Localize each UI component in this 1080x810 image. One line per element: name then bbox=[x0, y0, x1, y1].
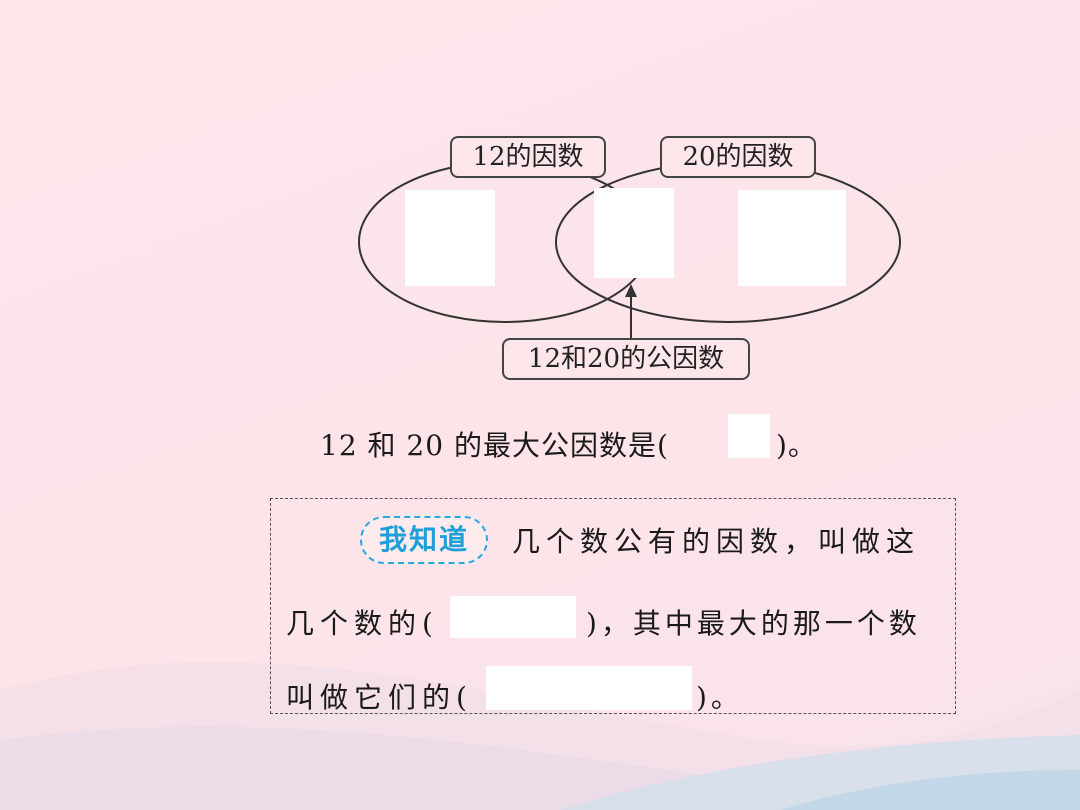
i-know-badge: 我知道 bbox=[360, 516, 488, 564]
label-common-factors: 12和20的公因数 bbox=[502, 338, 750, 380]
answer-blank-20-only[interactable] bbox=[738, 190, 846, 286]
knowledge-line-3-prefix: 叫做它们的( bbox=[286, 681, 473, 714]
label-20-factors: 20的因数 bbox=[660, 136, 816, 178]
answer-blank-12-only[interactable] bbox=[405, 190, 495, 286]
arrow-head bbox=[625, 284, 637, 297]
label-12-factors: 12的因数 bbox=[450, 136, 606, 178]
knowledge-line-1: 几个数公有的因数，叫做这 bbox=[512, 525, 921, 558]
gcd-answer-blank[interactable] bbox=[728, 414, 770, 458]
answer-blank-common[interactable] bbox=[594, 188, 674, 278]
knowledge-line-2-suffix: )，其中最大的那一个数 bbox=[586, 607, 921, 640]
gcd-question-suffix: )。 bbox=[776, 429, 817, 462]
knowledge-line-3-suffix: )。 bbox=[696, 681, 743, 714]
gcd-question-prefix: 12 和 20 的最大公因数是( bbox=[320, 429, 669, 462]
common-factor-blank[interactable] bbox=[450, 596, 576, 638]
gcd-term-blank[interactable] bbox=[486, 666, 692, 710]
knowledge-line-2-prefix: 几个数的( bbox=[286, 607, 439, 640]
knowledge-box bbox=[270, 498, 956, 714]
